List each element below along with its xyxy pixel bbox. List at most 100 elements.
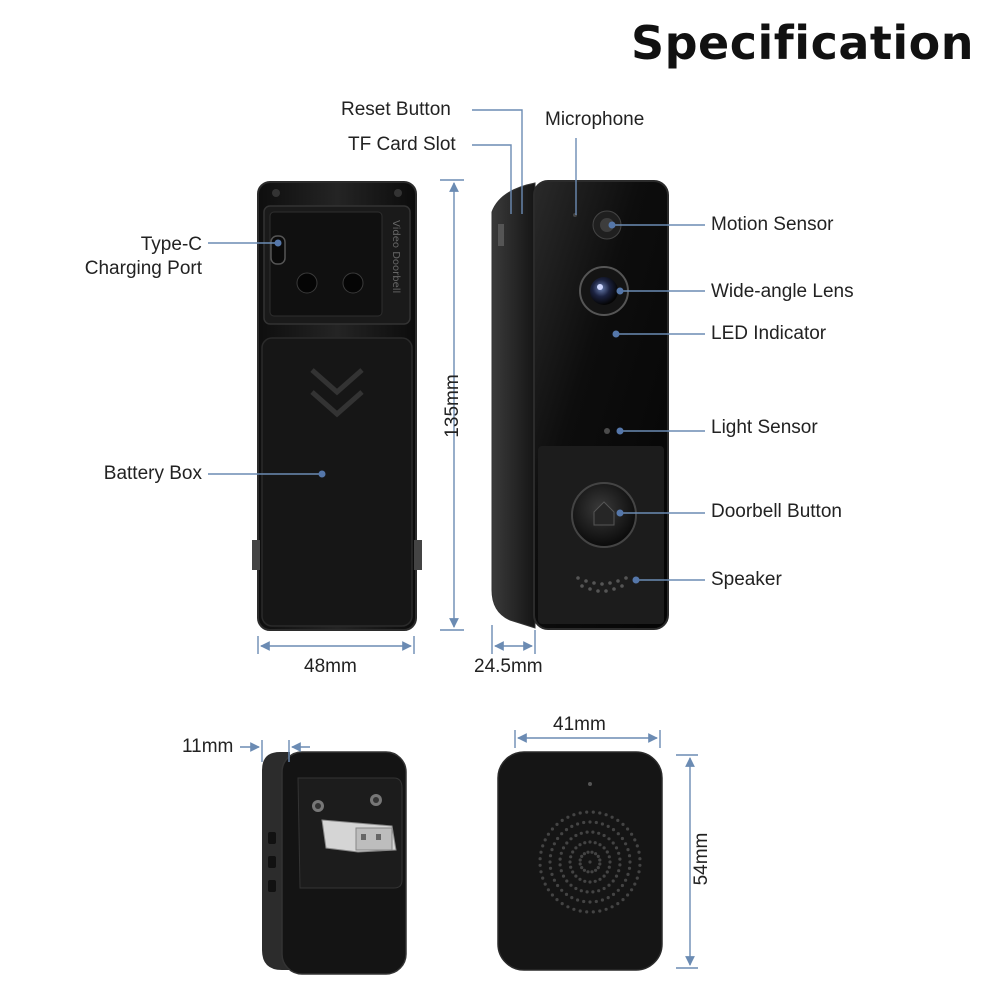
speaker-hole	[569, 865, 573, 869]
speaker-hole	[616, 888, 620, 892]
speaker-hole	[578, 909, 582, 913]
callout-dots	[274, 221, 640, 584]
speaker-hole	[585, 910, 589, 914]
speaker-hole	[602, 846, 606, 850]
speaker-hole	[626, 893, 630, 897]
speaker-hole	[620, 836, 625, 841]
speaker-hole	[550, 893, 555, 897]
speaker-hole	[580, 854, 584, 859]
speaker-hole	[539, 850, 543, 854]
speaker-hole	[596, 854, 600, 859]
speaker-hole	[578, 858, 582, 862]
dimension-lines	[240, 179, 698, 969]
speaker-hole	[570, 824, 574, 829]
speaker-hole	[604, 907, 608, 911]
speaker-hole	[591, 810, 595, 814]
speaker-hole	[591, 890, 595, 894]
speaker-hole	[550, 827, 555, 831]
speaker-hole	[626, 848, 630, 852]
dim-chime-height: 54mm	[691, 832, 712, 886]
speaker-hole	[611, 879, 615, 883]
speaker-hole	[633, 838, 637, 842]
speaker-hole	[616, 902, 620, 906]
speaker-hole	[630, 832, 634, 836]
speaker-hole	[593, 841, 597, 845]
speaker-hole	[618, 863, 622, 867]
speaker-hole	[596, 866, 600, 870]
speaker-hole	[614, 846, 619, 850]
speaker-hole	[568, 860, 572, 864]
speaker-hole	[633, 882, 637, 886]
speaker-hole	[548, 860, 552, 864]
speaker-hole	[600, 898, 605, 902]
speaker-hole	[574, 846, 578, 850]
speaker-hole	[611, 892, 616, 897]
speaker-hole	[594, 899, 598, 904]
speaker-hole	[548, 854, 553, 858]
speaker-hole	[541, 876, 545, 880]
speaker-hole	[570, 896, 574, 900]
dim-chime-width: 41mm	[553, 714, 606, 735]
speaker-hole	[578, 811, 582, 815]
speaker-hole	[626, 872, 630, 877]
speaker-hole	[565, 841, 569, 845]
speaker-hole	[583, 879, 587, 883]
speaker-hole	[607, 883, 611, 887]
label-doorbell-button: Doorbell Button	[711, 501, 842, 522]
label-battery-box: Battery Box	[103, 463, 202, 484]
speaker-hole	[597, 889, 601, 893]
speaker-hole	[582, 868, 587, 872]
speaker-hole	[585, 830, 589, 834]
speaker-hole	[559, 851, 563, 855]
speaker-hole	[604, 813, 608, 817]
speaker-hole	[576, 822, 580, 826]
speaker-hole	[564, 892, 569, 897]
speaker-hole	[637, 870, 641, 874]
speaker-hole	[594, 868, 598, 872]
speaker-hole	[598, 909, 602, 913]
speaker-hole	[558, 857, 562, 861]
speaker-hole	[539, 870, 543, 874]
speaker-hole	[597, 831, 601, 835]
speaker-hole	[618, 857, 622, 861]
speaker-hole	[558, 863, 562, 867]
speaker-hole	[582, 899, 586, 904]
speaker-hole	[571, 850, 575, 854]
speaker-hole	[602, 833, 606, 838]
label-motion-sensor: Motion Sensor	[711, 214, 834, 235]
speaker-hole	[607, 865, 611, 869]
speaker-hole	[605, 870, 609, 874]
speaker-hole	[602, 886, 606, 891]
speaker-hole	[566, 815, 570, 819]
speaker-hole	[627, 866, 632, 870]
speaker-hole	[555, 898, 559, 902]
speaker-hole	[635, 844, 639, 848]
speaker-hole	[598, 811, 602, 815]
speaker-hole	[590, 850, 594, 854]
speaker-hole	[552, 842, 557, 846]
speaker-hole	[564, 828, 569, 832]
speaker-hole	[607, 855, 611, 859]
speaker-hole	[585, 890, 589, 894]
label-tf-card-slot: TF Card Slot	[348, 134, 456, 155]
speaker-hole	[607, 837, 611, 841]
speaker-hole	[565, 879, 569, 883]
speaker-hole	[610, 815, 614, 819]
speaker-hole	[588, 900, 592, 904]
speaker-hole	[538, 863, 542, 867]
label-reset-button: Reset Button	[341, 99, 451, 120]
dim-depth: 24.5mm	[474, 656, 543, 677]
speaker-hole	[594, 820, 598, 825]
speaker-hole	[598, 858, 602, 862]
speaker-hole	[578, 843, 582, 847]
dim-plug-depth: 11mm	[182, 736, 234, 757]
plug-in-chime	[262, 751, 407, 975]
speaker-hole	[560, 818, 564, 823]
label-wide-angle-lens: Wide-angle Lens	[711, 281, 854, 302]
speaker-hole	[611, 841, 615, 845]
speaker-hole	[550, 872, 554, 877]
speaker-hole	[627, 854, 632, 858]
speaker-hole	[571, 870, 575, 874]
speaker-hole	[576, 898, 580, 902]
